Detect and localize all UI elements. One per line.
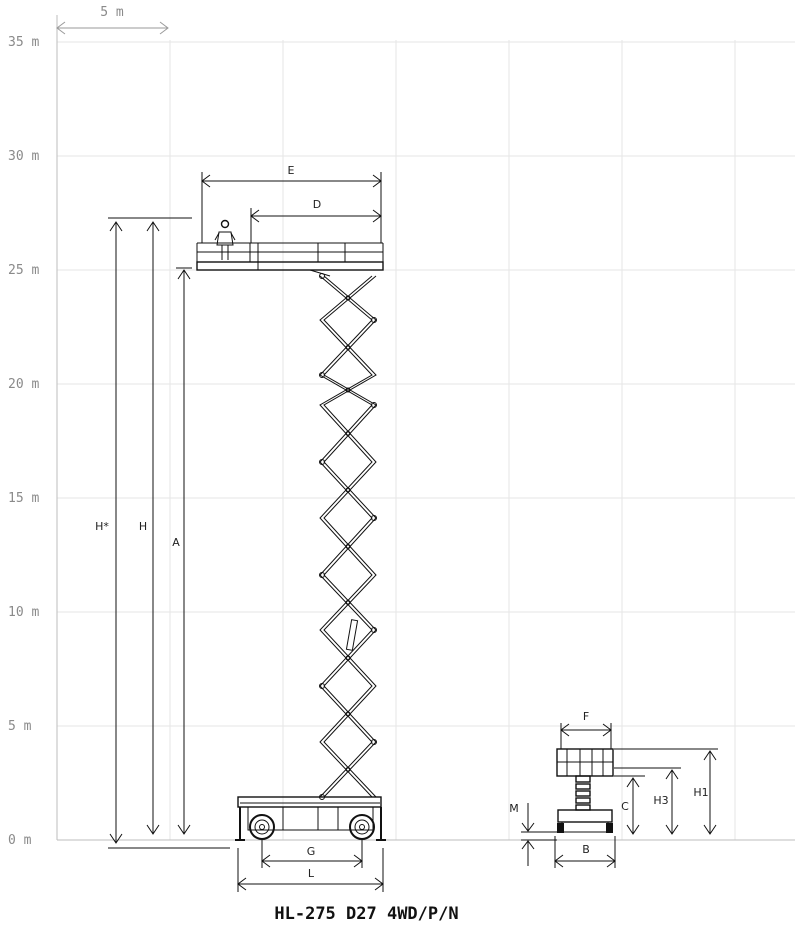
pivot-joint	[319, 459, 325, 465]
wheel-rear	[349, 814, 375, 840]
dimension-l-label: L	[308, 867, 315, 880]
y-axis-tick-label: 25 m	[8, 263, 39, 278]
platform	[196, 242, 384, 277]
scale-bar-label: 5 m	[100, 5, 124, 20]
dimension-h: H	[139, 221, 160, 835]
dimension-g: G	[261, 840, 363, 868]
pivot-joint	[371, 402, 377, 408]
chassis-top	[237, 796, 382, 808]
dimension-d: D	[250, 198, 382, 243]
center-pivot	[345, 655, 351, 661]
center-pivot	[345, 487, 351, 493]
battery-box	[282, 806, 339, 831]
dimension-c-label: C	[621, 800, 629, 813]
pivot-joint	[371, 627, 377, 633]
center-pivot	[345, 544, 351, 549]
pivot-joint	[319, 572, 325, 578]
dimension-b: B	[554, 836, 616, 868]
dimension-a-label: A	[172, 536, 180, 549]
center-pivot	[345, 387, 351, 393]
y-axis-tick-label: 0 m	[8, 833, 32, 848]
center-pivot	[345, 767, 351, 772]
dimension-m-label: M	[509, 802, 519, 815]
dimension-b-label: B	[582, 843, 590, 856]
wheel-front	[249, 814, 275, 840]
dimension-m: M	[509, 802, 557, 866]
dimension-a: A	[172, 267, 192, 835]
dimension-l: L	[237, 848, 384, 892]
pivot-joint	[371, 515, 377, 521]
y-axis-labels: 0 m 5 m 10 m 15 m 20 m 25 m 30 m 35 m	[8, 35, 39, 848]
lift-front-view	[556, 748, 614, 833]
center-pivot	[345, 295, 351, 301]
dimension-f-label: F	[583, 710, 589, 723]
dimension-g-label: G	[307, 845, 316, 858]
dimension-e: E	[201, 164, 382, 243]
pivot-joint	[319, 683, 325, 689]
y-axis-tick-label: 20 m	[8, 377, 39, 392]
y-axis-tick-label: 30 m	[8, 149, 39, 164]
y-axis-tick-label: 35 m	[8, 35, 39, 50]
dimension-h-star-label: H*	[95, 520, 109, 533]
scissor-arm-b	[319, 275, 373, 798]
y-axis-tick-label: 5 m	[8, 719, 32, 734]
dimension-h3-label: H3	[653, 794, 668, 807]
dimension-f: F	[560, 710, 612, 749]
dimension-h1: H1	[614, 748, 718, 835]
scissor-arm-b-inner	[323, 275, 377, 798]
pivot-joint	[319, 794, 325, 800]
dimension-h3: H3	[614, 767, 681, 835]
dimension-e-label: E	[288, 164, 295, 177]
y-axis-tick-label: 15 m	[8, 491, 39, 506]
center-pivot	[345, 711, 351, 717]
dimension-c: C	[614, 775, 645, 835]
dimension-h-label: H	[139, 520, 147, 533]
operator-figure-icon	[214, 219, 236, 260]
y-axis-tick-label: 10 m	[8, 605, 39, 620]
center-pivot	[345, 600, 351, 605]
hydraulic-cylinder	[345, 619, 359, 651]
pivot-joint	[371, 739, 377, 745]
center-pivot	[345, 345, 351, 350]
scissor-arms	[319, 273, 377, 800]
dimension-h-star: H*	[95, 217, 230, 849]
scale-bar: 5 m	[56, 5, 169, 35]
dimension-d-label: D	[313, 198, 321, 211]
model-caption: HL-275 D27 4WD/P/N	[274, 904, 459, 924]
grid-lines	[56, 15, 795, 841]
dimension-h1-label: H1	[693, 786, 708, 799]
pivot-joint	[371, 317, 377, 323]
center-pivot	[345, 431, 351, 436]
lift-side-view	[196, 219, 386, 841]
pivot-joint	[319, 372, 325, 378]
